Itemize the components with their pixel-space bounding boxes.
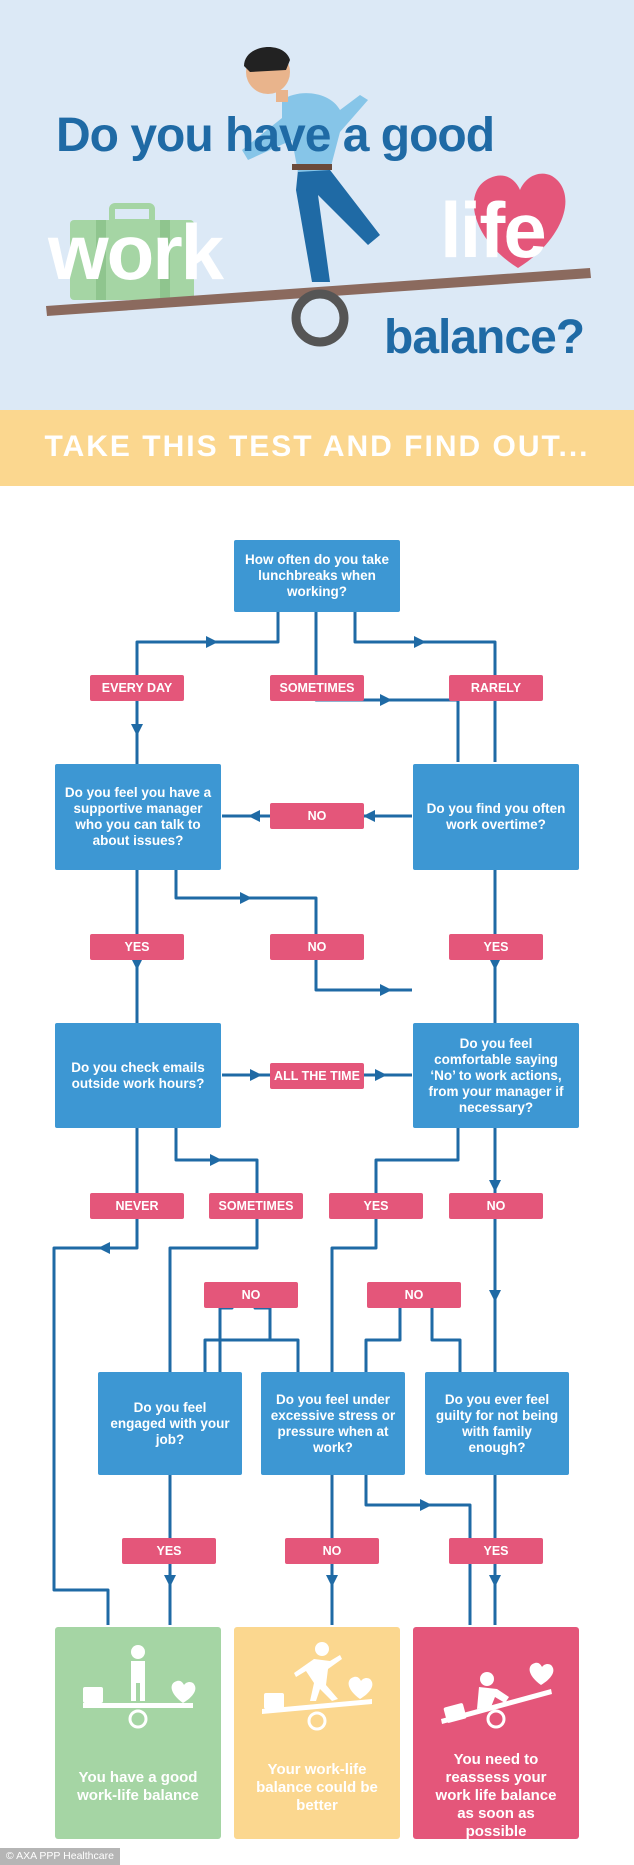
arrow-icon [363, 810, 375, 822]
question-check-emails: Do you check emails outside work hours? [55, 1023, 221, 1128]
label-yes: YES [329, 1193, 423, 1219]
life-word: life [440, 186, 547, 274]
header-illustration [46, 47, 591, 347]
arrow-icon [206, 636, 218, 648]
arrow-icon [248, 810, 260, 822]
arrow-icon [250, 1069, 262, 1081]
arrow-icon [380, 984, 392, 996]
arrow-icon [375, 1069, 387, 1081]
label-no: NO [204, 1282, 298, 1308]
label-no: NO [285, 1538, 379, 1564]
question-saying-no: Do you feel comfortable saying ‘No’ to w… [413, 1023, 579, 1128]
arrow-icon [326, 1575, 338, 1587]
arrow-icon [489, 1575, 501, 1587]
result-could-be-better: Your work-life balance could be better [234, 1627, 400, 1839]
result-better-text: Your work-life balance could be better [256, 1761, 378, 1814]
arrow-icon [420, 1499, 432, 1511]
arrow-icon [380, 694, 392, 706]
seesaw-wheel [291, 289, 349, 347]
arrow-icon [240, 892, 252, 904]
question-engaged: Do you feel engaged with your job? [98, 1372, 242, 1475]
result-good-text: You have a good work-life balance [77, 1769, 199, 1804]
arrow-icon [210, 1154, 222, 1166]
label-no: NO [367, 1282, 461, 1308]
label-no: NO [449, 1193, 543, 1219]
arrow-icon [489, 1180, 501, 1192]
label-all-the-time: ALL THE TIME [270, 1063, 364, 1089]
work-word: work [48, 208, 224, 296]
person-figure [242, 47, 380, 282]
question-overtime: Do you find you often work overtime? [413, 764, 579, 870]
tilting-person-icon [262, 1642, 373, 1731]
label-yes: YES [90, 934, 184, 960]
label-no: NO [270, 934, 364, 960]
label-no: NO [270, 803, 364, 829]
balanced-person-icon [83, 1645, 196, 1729]
result-good-balance: You have a good work-life balance [55, 1627, 221, 1839]
copyright-notice: © AXA PPP Healthcare [0, 1848, 120, 1865]
arrow-icon [98, 1242, 110, 1254]
banner [0, 410, 634, 486]
label-rarely: RARELY [449, 675, 543, 701]
arrow-icon [489, 958, 501, 970]
question-supportive-manager: Do you feel you have a supportive manage… [55, 764, 221, 870]
label-yes: YES [449, 1538, 543, 1564]
arrow-icon [489, 1290, 501, 1302]
label-sometimes: SOMETIMES [209, 1193, 303, 1219]
falling-person-icon [441, 1662, 554, 1729]
label-never: NEVER [90, 1193, 184, 1219]
arrow-icon [131, 724, 143, 736]
page-title: Do you have a good [56, 109, 495, 162]
question-lunchbreaks: How often do you take lunchbreaks when w… [234, 540, 400, 612]
arrow-icon [164, 1575, 176, 1587]
label-yes: YES [122, 1538, 216, 1564]
result-reassess-text: You need to reassess your work life bala… [435, 1751, 557, 1840]
question-stress: Do you feel under excessive stress or pr… [261, 1372, 405, 1475]
label-every-day: EVERY DAY [90, 675, 184, 701]
question-guilty-family: Do you ever feel guilty for not being wi… [425, 1372, 569, 1475]
heart-icon [473, 173, 566, 268]
arrow-icon [131, 958, 143, 970]
label-sometimes: SOMETIMES [270, 675, 364, 701]
suitcase-icon [70, 203, 194, 300]
banner-text: TAKE THIS TEST AND FIND OUT... [44, 430, 590, 463]
balance-word: balance? [384, 311, 585, 364]
result-reassess: You need to reassess your work life bala… [413, 1627, 579, 1840]
label-yes: YES [449, 934, 543, 960]
arrow-icon [414, 636, 426, 648]
